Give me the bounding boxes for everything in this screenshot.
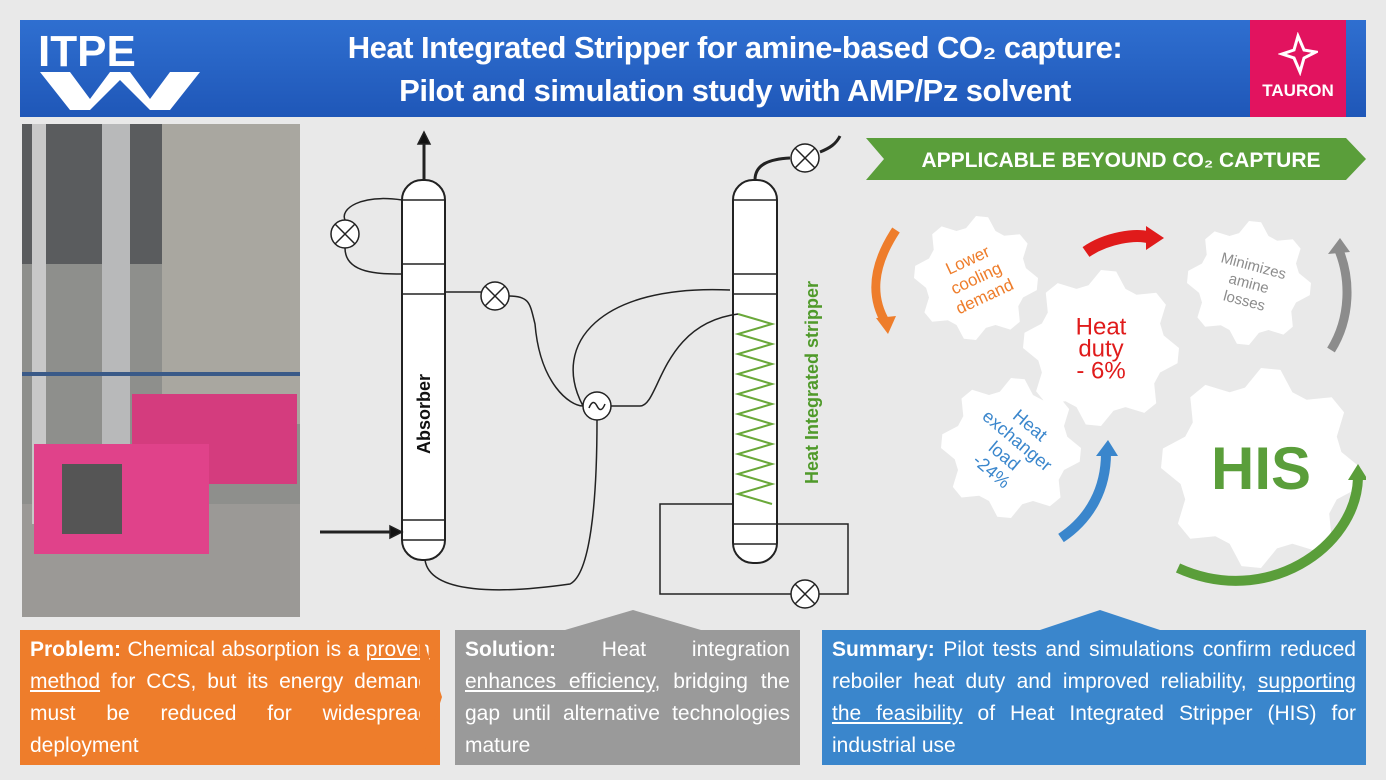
- title-line-2: Pilot and simulation study with AMP/Pz s…: [399, 73, 1071, 108]
- solution-text: Heat integration: [555, 638, 790, 661]
- summary-box: Summary: Pilot tests and simulations con…: [822, 630, 1366, 765]
- problem-text: for CCS, but its energy demand must be r…: [30, 670, 430, 757]
- problem-label: Problem:: [30, 638, 122, 661]
- gear-icon: [941, 378, 1081, 518]
- banner-text: APPLICABLE BEYOUND CO₂ CAPTURE: [921, 149, 1320, 172]
- heat-exchanger-icon: [330, 219, 360, 249]
- green-arrow: [1175, 477, 1363, 586]
- problem-highlight: proven method: [30, 638, 430, 693]
- solution-box: Solution: Heat integration enhances effi…: [455, 630, 800, 765]
- summary-arrow: [1040, 610, 1160, 630]
- solution-highlight: enhances efficiency: [465, 670, 655, 693]
- svg-text:ITPE: ITPE: [38, 27, 136, 76]
- blue-arrow: [1058, 452, 1111, 543]
- tauron-logo: TAURON: [1250, 20, 1346, 117]
- solution-text: , bridging the gap until alternative tec…: [465, 670, 790, 757]
- gear-icon: [914, 216, 1038, 340]
- heat-exchanger-icon: [790, 579, 820, 609]
- gear-icon: [1161, 368, 1361, 568]
- absorber-column: Absorber: [401, 179, 446, 561]
- problem-box: Problem: Chemical absorption is a proven…: [20, 630, 440, 765]
- gear-icon: [1187, 221, 1311, 345]
- summary-text: of Heat Integrated Stripper (HIS) for in…: [832, 702, 1356, 757]
- gray-arrow: [1327, 246, 1352, 353]
- heat-exchanger-icon: [480, 281, 510, 311]
- solution-arrow: [565, 610, 701, 630]
- gear-label: Lowercoolingdemand: [936, 239, 1017, 318]
- gear-label: HIS: [1211, 435, 1311, 502]
- page-title: Heat Integrated Stripper for amine-based…: [220, 26, 1250, 112]
- gear-icon: [1023, 270, 1179, 426]
- heat-exchanger-icon: [790, 143, 820, 173]
- pilot-plant-photo: [22, 124, 300, 617]
- summary-text: Pilot tests and simulations confirm redu…: [832, 638, 1356, 693]
- problem-arrow: [420, 630, 442, 765]
- absorber-label: Absorber: [414, 374, 434, 454]
- title-line-1: Heat Integrated Stripper for amine-based…: [347, 30, 1123, 65]
- problem-text: Chemical absorption is a: [121, 638, 366, 661]
- summary-label: Summary:: [832, 638, 935, 661]
- orange-arrow: [871, 227, 900, 326]
- stripper-column: Heat Integrated stripper: [732, 179, 822, 564]
- benefits-panel: APPLICABLE BEYOUND CO₂ CAPTURE Lowercool…: [866, 138, 1366, 586]
- red-arrow: [1082, 230, 1153, 258]
- stripper-label: Heat Integrated stripper: [802, 281, 822, 484]
- itpe-logo: ITPE: [38, 27, 200, 110]
- tauron-label: TAURON: [1262, 81, 1334, 100]
- solution-label: Solution:: [465, 638, 556, 661]
- summary-highlight: supporting the feasibility: [832, 670, 1356, 725]
- process-flow-diagram: Absorber Heat Integrated stripper: [320, 130, 849, 609]
- benefits-banner: [866, 138, 1366, 180]
- cross-heat-exchanger-icon: [582, 391, 612, 421]
- header-banner: ITPE Heat Integrated Stripper for amine-…: [20, 20, 1366, 117]
